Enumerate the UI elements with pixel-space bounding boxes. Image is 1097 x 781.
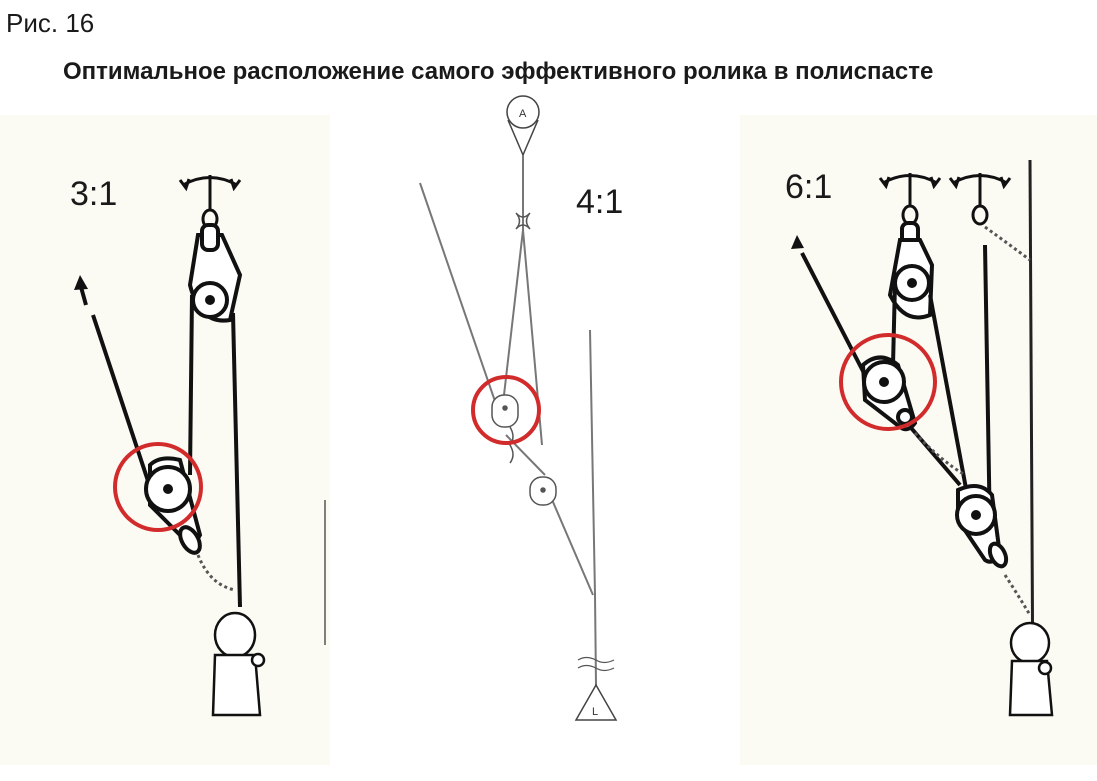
tether [1003,574,1032,616]
knot-icon [515,212,531,230]
tether [913,431,966,477]
pull-arrow-icon [791,235,804,249]
panel-3-1: 3:1 [0,115,330,765]
figure-label: Рис. 16 [6,8,95,38]
lower-pulley [955,484,1009,569]
anchor-icon [948,173,1012,226]
pulley-diagram-6-1 [791,159,1054,717]
figure-title: Оптимальное расположение самого эффектив… [63,58,934,85]
anchor-pulley [506,95,540,156]
lower-pulley [529,476,557,506]
ratio-label-6-1: 6:1 [785,168,833,206]
fixed-pulley [187,223,243,323]
panel-4-1: 4:1 A [400,95,630,765]
ratio-label-3-1: 3:1 [70,175,118,213]
panel-6-1: 6:1 [740,115,1097,765]
pull-arrow-icon [74,275,88,306]
ropes [91,294,242,608]
load-letter: L [592,706,598,718]
anchor-icon [878,173,942,226]
panel-background [0,115,330,765]
tether [196,554,236,592]
break-mark [577,656,615,672]
highlight-circle [839,333,937,431]
climber-figure [1008,621,1054,717]
middle-pulley [491,394,519,464]
fixed-pulley [887,221,935,320]
ratio-label-4-1: 4:1 [576,183,624,221]
pulley-diagram-4-1: A L [419,95,618,721]
moving-pulley [860,355,918,432]
pulley-diagram-3-1 [74,175,326,717]
anchor-letter: A [519,108,527,120]
highlight-circle [471,375,541,445]
tether [984,225,1031,262]
highlight-circle [113,442,203,532]
climber-figure [211,611,266,717]
thin-ropes [419,155,597,686]
load-icon [574,683,618,721]
anchor-icon [178,175,242,230]
